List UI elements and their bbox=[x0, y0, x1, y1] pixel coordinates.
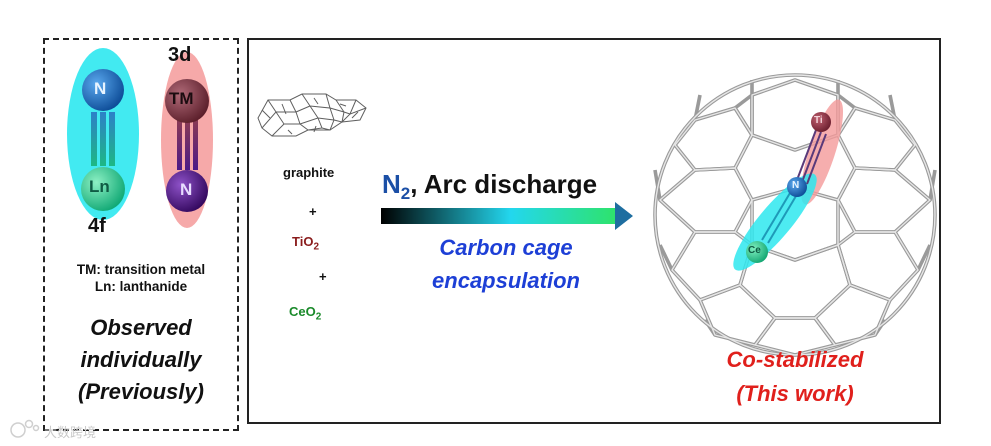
atom-n-cage-label: N bbox=[792, 180, 800, 191]
note-ln: Ln: lanthanide bbox=[94, 279, 188, 294]
atom-n-bottom bbox=[166, 170, 208, 212]
bond-tm-n-3 bbox=[193, 118, 198, 170]
label-3d: 3d bbox=[168, 44, 192, 66]
result-line1: Co-stabilized bbox=[726, 347, 864, 372]
note-tm: TM: transition metal bbox=[76, 262, 206, 277]
fullerene-cage bbox=[653, 73, 937, 357]
this-work-panel bbox=[247, 38, 941, 424]
previous-work-panel bbox=[43, 38, 239, 431]
atom-ln bbox=[81, 167, 125, 211]
atom-n-top bbox=[82, 69, 124, 111]
arrow-cage-line2: encapsulation bbox=[432, 268, 580, 293]
atom-tm-label: TM bbox=[169, 89, 194, 108]
plus-sign-1: + bbox=[309, 204, 317, 219]
bond-tm-n-1 bbox=[177, 118, 182, 170]
atom-n-cage bbox=[787, 177, 807, 197]
label-4f: 4f bbox=[88, 215, 106, 237]
bond-n-ln-2 bbox=[100, 112, 106, 166]
bond-n-ce bbox=[761, 192, 797, 244]
atom-n-top-label: N bbox=[94, 79, 107, 98]
atom-ti-label: Ti bbox=[814, 115, 823, 126]
watermark-logo-icon bbox=[10, 419, 40, 438]
bond-ti-n bbox=[796, 129, 827, 185]
reagent-ceo2: CeO2 bbox=[289, 304, 322, 323]
atom-n-bottom-label: N bbox=[180, 180, 193, 199]
atom-tm bbox=[165, 79, 209, 123]
reaction-arrow-shaft bbox=[381, 208, 617, 224]
atom-ti bbox=[811, 112, 831, 132]
bond-n-ln-3 bbox=[109, 112, 115, 166]
atom-ce bbox=[746, 241, 768, 263]
arrow-title: N2, Arc discharge bbox=[382, 169, 598, 204]
bond-tm-n-2 bbox=[185, 118, 190, 170]
bond-n-ln-1 bbox=[91, 112, 97, 166]
graphite-sheet bbox=[257, 93, 367, 137]
reagent-tio2: TiO2 bbox=[292, 234, 319, 253]
atom-ln-label: Ln bbox=[89, 177, 110, 196]
reaction-arrow-head bbox=[615, 202, 633, 230]
reagent-graphite: graphite bbox=[283, 165, 335, 180]
observed-line1: Observed bbox=[90, 315, 192, 340]
observed-line3: (Previously) bbox=[78, 379, 204, 404]
observed-line2: individually bbox=[80, 347, 202, 372]
atom-ce-label: Ce bbox=[748, 245, 761, 256]
arrow-cage-line1: Carbon cage bbox=[439, 235, 573, 260]
watermark-text: 大数跨境 bbox=[44, 425, 97, 440]
result-line2: (This work) bbox=[736, 381, 854, 406]
plus-sign-2: + bbox=[319, 269, 327, 284]
